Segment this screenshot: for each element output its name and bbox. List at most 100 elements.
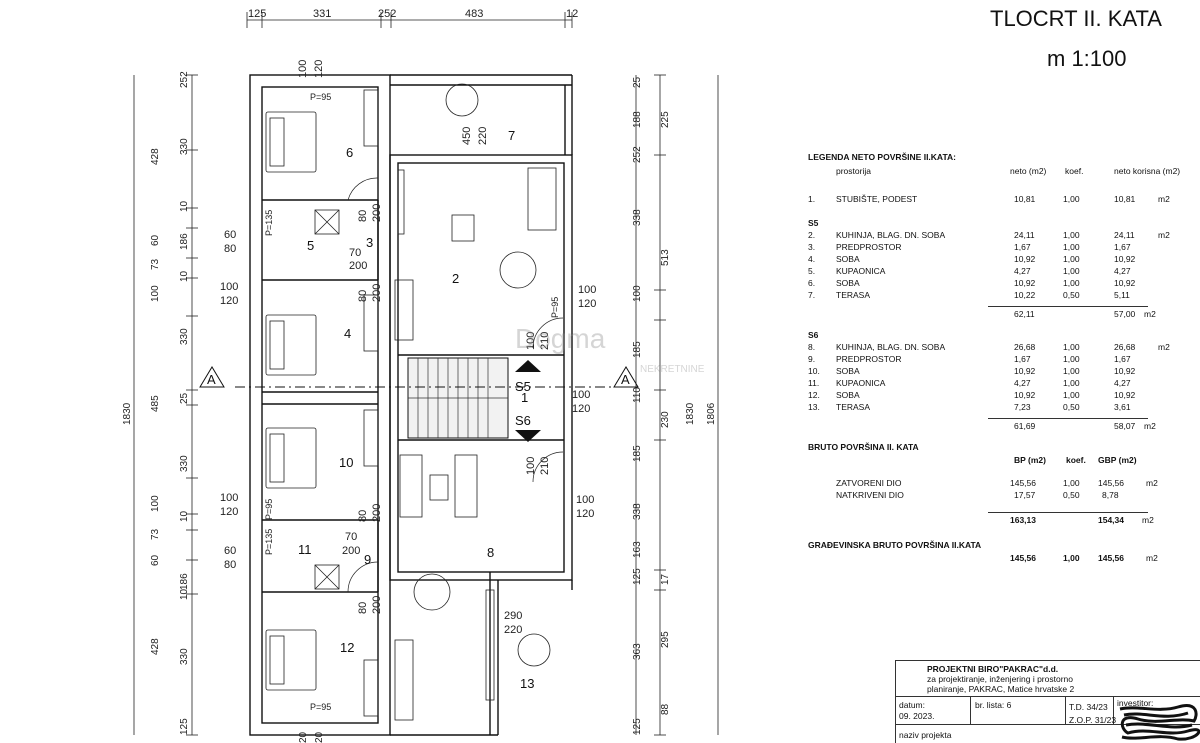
room-number-4: 4 (344, 326, 351, 341)
bruto-heading: BRUTO POVRŠINA II. KATA (808, 442, 919, 452)
opening-2: 120 (313, 60, 325, 78)
legend-s5-row-6-n: 7. (808, 290, 816, 300)
dim-right-total-b: 1806 (706, 402, 717, 425)
opening-17: P=95 (550, 297, 560, 318)
opening-21: 220 (477, 127, 489, 145)
legend-s5-row-5-use: 10,92 (1114, 278, 1136, 288)
watermark-text: Dogma (515, 323, 606, 354)
opening-7: 80 (357, 210, 369, 222)
legend-s5-row-1-use: 24,11 (1114, 230, 1135, 240)
dim-top-4: 483 (465, 8, 483, 20)
legend-s5-row-2-n: 3. (808, 242, 816, 252)
dim-right-12: 338 (632, 503, 643, 520)
legend-s5-total-unit: m2 (1144, 309, 1156, 319)
opening-27: 120 (576, 508, 594, 520)
legend-row-n: 1. (808, 194, 816, 204)
dim-bottom-2: 20 (314, 731, 325, 743)
opening-41: 290 (504, 610, 522, 622)
door-swings (347, 177, 564, 593)
bruto-row-2-gbp: 8,78 (1102, 490, 1119, 500)
left-dims: 252 428 330 10 186 60 73 10 100 330 25 4… (122, 71, 190, 735)
legend-row-unit: m2 (1158, 194, 1170, 204)
legend-s6-row-2-koef: 1,00 (1063, 354, 1080, 364)
watermark: Dogma NEKRETNINE (515, 323, 705, 375)
dim-left-9: 100 (150, 285, 161, 302)
legend-s6-total-use: 58,07 (1114, 421, 1136, 431)
legend-s5-row-1-unit: m2 (1158, 230, 1170, 240)
room-number-1: 1 (521, 390, 528, 405)
dim-left-4: 10 (179, 200, 190, 212)
opening-16: 120 (578, 298, 596, 310)
bruto-col-koef: koef. (1066, 455, 1086, 465)
legend-s5-row-4-name: KUPAONICA (836, 266, 886, 276)
tb-date-label: datum: (899, 700, 925, 710)
gbp-unit: m2 (1146, 553, 1158, 563)
legend-s6-row-5-use: 10,92 (1114, 390, 1136, 400)
dim-left-total: 1830 (122, 402, 133, 425)
gbp-koef: 1,00 (1063, 553, 1080, 563)
legend-s5-row-3-use: 10,92 (1114, 254, 1136, 264)
bruto-col-gbp: GBP (m2) (1098, 455, 1137, 465)
opening-6: P=135 (264, 210, 274, 236)
legend-col-room: prostorija (836, 166, 871, 176)
dim-right-19: 125 (632, 718, 643, 735)
legend-s6-row-6-use: 3,61 (1114, 402, 1131, 412)
legend-row-use: 10,81 (1114, 194, 1136, 204)
legend-s6-row-6-name: TERASA (836, 402, 871, 412)
opening-38: 80 (357, 602, 369, 614)
opening-4: 60 (224, 229, 236, 241)
tb-line-v3 (1113, 696, 1114, 724)
bruto-row-1-koef: 1,00 (1063, 478, 1080, 488)
dim-left-19: 186 (179, 573, 190, 590)
gbp-gbp: 145,56 (1098, 553, 1124, 563)
tb-line-top (895, 660, 1200, 661)
bruto-total-bp: 163,13 (1010, 515, 1036, 525)
dim-top-1: 125 (248, 8, 266, 20)
opening-37: 200 (342, 545, 360, 557)
room-number-5: 5 (307, 238, 314, 253)
legend-s5-row-6-use: 5,11 (1114, 290, 1130, 300)
walls (249, 74, 573, 736)
room-number-6: 6 (346, 145, 353, 160)
bruto-total-unit: m2 (1142, 515, 1154, 525)
tb-line-v1 (970, 696, 971, 724)
dim-left-5: 186 (179, 233, 190, 250)
gbp-heading: GRAĐEVINSKA BRUTO POVRŠINA II.KATA (808, 540, 982, 550)
dim-left-14: 330 (179, 455, 190, 472)
stair-label-s6: S6 (515, 413, 531, 428)
legend-s6-row-5-name: SOBA (836, 390, 860, 400)
bottom-dims: 20 20 (298, 731, 325, 743)
dim-right-7: 100 (632, 285, 643, 302)
opening-5: 80 (224, 243, 236, 255)
dim-left-18: 60 (150, 554, 161, 566)
legend-s6-row-2-name: PREDPROSTOR (836, 354, 902, 364)
legend-s6-label: S6 (808, 330, 819, 340)
legend-s5-label: S5 (808, 218, 819, 228)
dim-right-5: 338 (632, 209, 643, 226)
dim-left-7: 73 (150, 258, 161, 270)
opening-28: 100 (220, 492, 238, 504)
dim-left-20: 10 (179, 588, 190, 600)
stair-label-s5: S5 (515, 379, 531, 394)
opening-35: P=135 (264, 529, 274, 555)
bruto-row-1-name: ZATVORENI DIO (836, 478, 902, 488)
opening-33: 60 (224, 545, 236, 557)
dim-left-2: 428 (150, 148, 161, 165)
legend-s6-row-3-n: 10. (808, 366, 820, 376)
legend-s6-row-2-net: 1,67 (1014, 354, 1031, 364)
dimension-ticks (186, 74, 666, 736)
opening-1: 100 (297, 60, 309, 78)
legend-col-net: neto (m2) (1010, 166, 1047, 176)
dim-right-14: 125 (632, 568, 643, 585)
legend-col-koef: koef. (1065, 166, 1084, 176)
staircase (407, 357, 541, 442)
drawing-scale: m 1:100 (1047, 46, 1127, 71)
legend-s6-row-2-use: 1,67 (1114, 354, 1131, 364)
dim-left-16: 10 (179, 510, 190, 522)
legend-s6-row-5-koef: 1,00 (1063, 390, 1080, 400)
legend-s6-row-6-net: 7,23 (1014, 402, 1031, 412)
dim-left-12: 485 (150, 395, 161, 412)
legend-s5-row-2-use: 1,67 (1114, 242, 1131, 252)
legend-s5-row-5-koef: 1,00 (1063, 278, 1080, 288)
legend-row-koef: 1,00 (1063, 194, 1080, 204)
